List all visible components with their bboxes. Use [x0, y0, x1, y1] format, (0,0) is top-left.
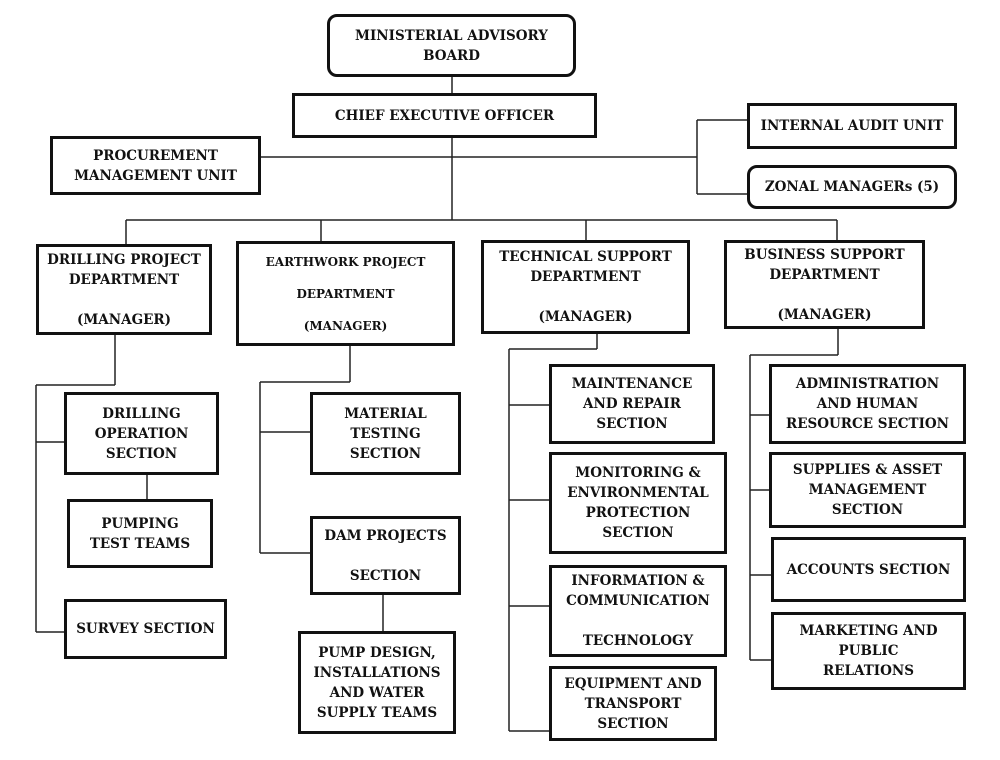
- information-communication-technology-label: INFORMATION & COMMUNICATION TECHNOLOGY: [566, 573, 710, 649]
- chief-executive-officer-label: CHIEF EXECUTIVE OFFICER: [334, 107, 555, 124]
- survey-section-label: SURVEY SECTION: [76, 621, 215, 637]
- dam-projects-section-label: DAM PROJECTS SECTION: [324, 527, 447, 584]
- maintenance-repair-section-node: MAINTENANCE AND REPAIR SECTION: [549, 364, 715, 444]
- business-support-department-node: BUSINESS SUPPORT DEPARTMENT (MANAGER): [724, 240, 925, 329]
- technical-support-department-node: TECHNICAL SUPPORT DEPARTMENT (MANAGER): [481, 240, 690, 334]
- supplies-asset-management-label: SUPPLIES & ASSET MANAGEMENT SECTION: [792, 462, 943, 518]
- ministerial-advisory-board-node: MINISTERIAL ADVISORY BOARD: [327, 14, 576, 77]
- dam-projects-section-node: DAM PROJECTS SECTION: [310, 516, 461, 595]
- equipment-transport-section-label: EQUIPMENT AND TRANSPORT SECTION: [564, 675, 702, 732]
- administration-human-resource-label: ADMINISTRATION AND HUMAN RESOURCE SECTIO…: [786, 376, 949, 432]
- earthwork-project-department-label: EARTHWORK PROJECT DEPARTMENT (MANAGER): [265, 254, 426, 333]
- drilling-operation-section-label: DRILLING OPERATION SECTION: [94, 405, 189, 462]
- marketing-public-relations-label: MARKETING AND PUBLIC RELATIONS: [799, 623, 938, 679]
- accounts-section-node: ACCOUNTS SECTION: [771, 537, 966, 602]
- zonal-managers-label: ZONAL MANAGERs (5): [764, 179, 940, 195]
- chief-executive-officer-node: CHIEF EXECUTIVE OFFICER: [292, 93, 597, 138]
- drilling-project-department-label: DRILLING PROJECT DEPARTMENT (MANAGER): [47, 251, 201, 328]
- procurement-management-unit-label: PROCUREMENT MANAGEMENT UNIT: [74, 147, 237, 184]
- procurement-management-unit-node: PROCUREMENT MANAGEMENT UNIT: [50, 136, 261, 195]
- pumping-test-teams-label: PUMPING TEST TEAMS: [89, 515, 191, 552]
- internal-audit-unit-label: INTERNAL AUDIT UNIT: [760, 118, 944, 134]
- information-communication-technology-node: INFORMATION & COMMUNICATION TECHNOLOGY: [549, 565, 727, 657]
- monitoring-environmental-protection-node: MONITORING & ENVIRONMENTAL PROTECTION SE…: [549, 452, 727, 554]
- business-support-department-label: BUSINESS SUPPORT DEPARTMENT (MANAGER): [744, 246, 905, 323]
- drilling-project-department-node: DRILLING PROJECT DEPARTMENT (MANAGER): [36, 244, 212, 335]
- ministerial-advisory-board-label: MINISTERIAL ADVISORY BOARD: [355, 27, 548, 64]
- pump-design-installations-label: PUMP DESIGN, INSTALLATIONS AND WATER SUP…: [313, 644, 441, 721]
- supplies-asset-management-node: SUPPLIES & ASSET MANAGEMENT SECTION: [769, 452, 966, 528]
- survey-section-node: SURVEY SECTION: [64, 599, 227, 659]
- drilling-operation-section-node: DRILLING OPERATION SECTION: [64, 392, 219, 475]
- administration-human-resource-node: ADMINISTRATION AND HUMAN RESOURCE SECTIO…: [769, 364, 966, 444]
- monitoring-environmental-protection-label: MONITORING & ENVIRONMENTAL PROTECTION SE…: [567, 465, 709, 541]
- maintenance-repair-section-label: MAINTENANCE AND REPAIR SECTION: [571, 376, 693, 432]
- material-testing-section-node: MATERIAL TESTING SECTION: [310, 392, 461, 475]
- accounts-section-label: ACCOUNTS SECTION: [786, 561, 951, 578]
- marketing-public-relations-node: MARKETING AND PUBLIC RELATIONS: [771, 612, 966, 690]
- pump-design-installations-node: PUMP DESIGN, INSTALLATIONS AND WATER SUP…: [298, 631, 456, 734]
- zonal-managers-node: ZONAL MANAGERs (5): [747, 165, 957, 209]
- technical-support-department-label: TECHNICAL SUPPORT DEPARTMENT (MANAGER): [499, 249, 672, 325]
- pumping-test-teams-node: PUMPING TEST TEAMS: [67, 499, 213, 568]
- equipment-transport-section-node: EQUIPMENT AND TRANSPORT SECTION: [549, 666, 717, 741]
- earthwork-project-department-node: EARTHWORK PROJECT DEPARTMENT (MANAGER): [236, 241, 455, 346]
- internal-audit-unit-node: INTERNAL AUDIT UNIT: [747, 103, 957, 149]
- material-testing-section-label: MATERIAL TESTING SECTION: [344, 405, 427, 462]
